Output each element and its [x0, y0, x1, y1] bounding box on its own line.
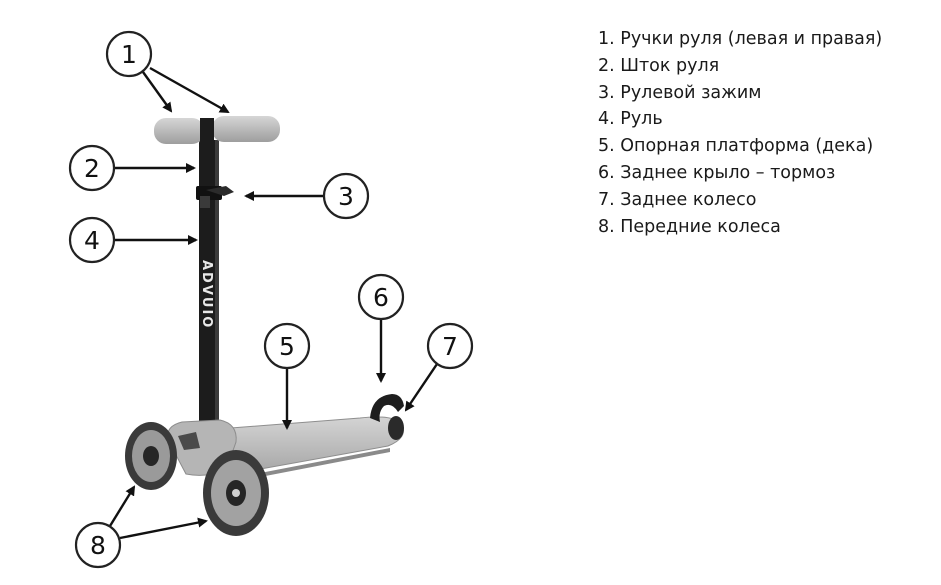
legend-item: 3. Рулевой зажим	[598, 82, 762, 103]
legend-item: 7. Заднее колесо	[598, 189, 757, 210]
callout-8-arrow-right	[119, 517, 208, 540]
legend-item: 1. Ручки руля (левая и правая)	[598, 29, 883, 49]
callout-2-number: 2	[84, 154, 100, 183]
callout-1-number: 1	[121, 40, 137, 69]
callout-8-number: 8	[90, 531, 106, 560]
front-wheel-left	[125, 422, 177, 490]
callout-3-number: 3	[338, 182, 354, 211]
legend-item: 5. Опорная платформа (дека)	[598, 136, 874, 157]
callout-7-arrow	[404, 363, 438, 412]
callout-8-arrow-left	[108, 485, 136, 527]
svg-text:ADVUIO: ADVUIO	[199, 260, 214, 329]
callout-4-number: 4	[84, 226, 100, 255]
callout-6-number: 6	[373, 283, 389, 312]
callout-5-number: 5	[279, 332, 295, 361]
handlebar-clamp	[196, 186, 234, 208]
legend-item: 6. Заднее крыло – тормоз	[598, 162, 836, 183]
handlebar-grips	[154, 116, 280, 144]
legend-item: 8. Передние колеса	[598, 216, 781, 237]
legend-item: 4. Руль	[598, 109, 663, 130]
callout-8: 8	[74, 485, 208, 569]
legend-item: 2. Шток руля	[598, 55, 720, 76]
callout-2: 2	[68, 144, 196, 192]
callout-3: 3	[244, 172, 370, 220]
callout-7-number: 7	[442, 332, 458, 361]
parts-legend: 1. Ручки руля (левая и правая) 2. Шток р…	[598, 26, 882, 240]
callout-4: 4	[68, 216, 198, 264]
front-wheel-right	[203, 450, 269, 536]
rear-wheel	[388, 416, 404, 440]
callout-7: 7	[404, 322, 474, 412]
rear-brake-fender	[370, 394, 404, 422]
callout-1: 1	[105, 30, 230, 114]
callout-1-arrow-left	[142, 71, 173, 113]
callout-5: 5	[263, 322, 311, 430]
scooter-diagram: ADVUIO	[68, 30, 474, 569]
stem	[199, 140, 219, 440]
callout-1-arrow-right	[149, 66, 230, 114]
scooter-illustration: ADVUIO	[125, 116, 404, 536]
callout-6: 6	[357, 273, 405, 383]
